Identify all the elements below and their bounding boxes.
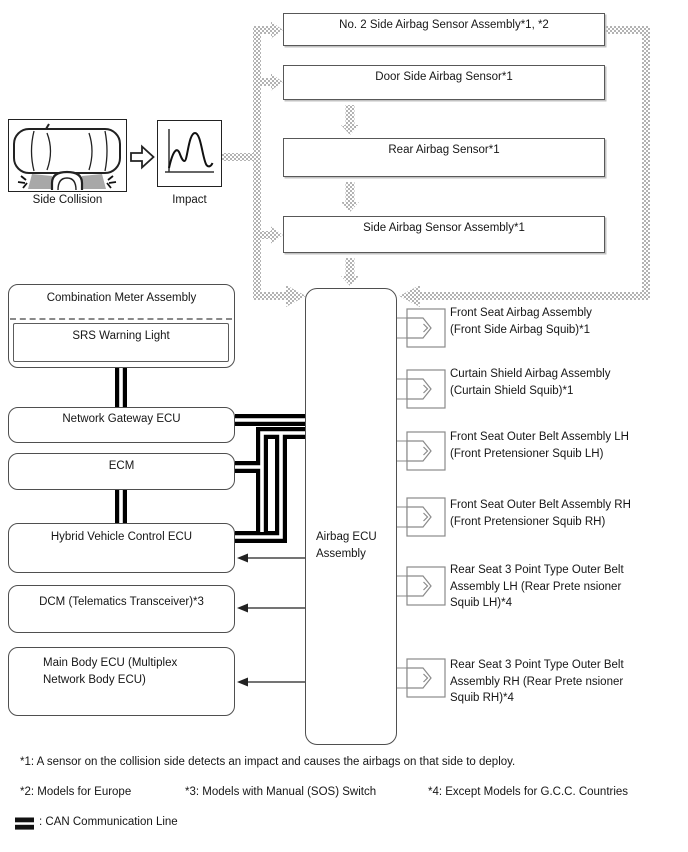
airbag-ecu-line2: Assembly	[316, 548, 366, 560]
arrowhead-dcm	[237, 603, 248, 613]
ecm-label: ECM	[108, 460, 135, 472]
srs-warning-light-label: SRS Warning Light	[72, 330, 170, 342]
main-body-ecu-line2: Network Body ECU)	[43, 674, 146, 686]
box-ecm: ECM	[8, 453, 235, 490]
box-rear-airbag-sensor: Rear Airbag Sensor*1	[283, 138, 605, 177]
block-arrow-icon	[130, 144, 155, 170]
meter-dashed-divider	[10, 318, 232, 320]
box-main-body-ecu: Main Body ECU (Multiplex Network Body EC…	[8, 647, 235, 716]
can-line-legend-icon	[15, 817, 34, 830]
box-side-airbag-sensor-assembly: Side Airbag Sensor Assembly*1	[283, 216, 605, 253]
big-arrow-into-ecu-left	[286, 285, 306, 307]
impact-waveform-icon	[165, 129, 214, 173]
dotted-branch-arrows	[261, 21, 420, 307]
label-curtain-shield-airbag: Curtain Shield Airbag Assembly (Curtain …	[450, 368, 611, 397]
impact-signal-dotted-lines	[222, 26, 650, 300]
crush-zone-left	[28, 174, 52, 189]
side-collision-illustration	[8, 119, 127, 192]
box-no2-side-airbag-sensor: No. 2 Side Airbag Sensor Assembly*1, *2	[283, 13, 605, 46]
box-no2-side-airbag-sensor-label: No. 2 Side Airbag Sensor Assembly*1, *2	[339, 19, 549, 31]
network-gateway-ecu-label: Network Gateway ECU	[62, 413, 181, 425]
can-legend-label: : CAN Communication Line	[39, 816, 178, 828]
box-door-side-airbag-sensor: Door Side Airbag Sensor*1	[283, 65, 605, 100]
box-door-side-airbag-sensor-label: Door Side Airbag Sensor*1	[375, 71, 513, 83]
impact-graph	[157, 120, 222, 187]
arrowhead-hybrid	[237, 553, 248, 563]
label-front-seat-airbag: Front Seat Airbag Assembly (Front Side A…	[450, 307, 592, 336]
dcm-label: DCM (Telematics Transceiver)*3	[39, 596, 204, 608]
label-rear-belt-lh: Rear Seat 3 Point Type Outer Belt Assemb…	[450, 564, 624, 609]
box-airbag-ecu-assembly: Airbag ECU Assembly	[305, 288, 397, 745]
squib-connector-5	[397, 566, 446, 606]
arrow-to-no2-sensor	[261, 21, 283, 39]
can-communication-lines	[115, 361, 308, 543]
footnote-2: *2: Models for Europe	[20, 786, 132, 798]
box-dcm-telematics: DCM (Telematics Transceiver)*3	[8, 585, 235, 633]
side-collision-caption: Side Collision	[32, 194, 103, 206]
airbag-ecu-line1: Airbag ECU	[316, 531, 377, 543]
impact-spark-marks	[17, 175, 117, 189]
label-rear-belt-rh: Rear Seat 3 Point Type Outer Belt Assemb…	[450, 659, 624, 704]
squib-connector-3	[397, 431, 446, 471]
main-body-ecu-line1: Main Body ECU (Multiplex	[43, 657, 178, 669]
box-hybrid-vehicle-control-ecu: Hybrid Vehicle Control ECU	[8, 523, 235, 573]
box-srs-warning-light: SRS Warning Light	[13, 323, 229, 362]
footnote-3: *3: Models with Manual (SOS) Switch	[185, 786, 377, 798]
squib-connector-4	[397, 497, 446, 537]
squib-connectors	[397, 308, 446, 698]
box-network-gateway-ecu: Network Gateway ECU	[8, 407, 235, 443]
combination-meter-title: Combination Meter Assembly	[46, 292, 197, 304]
label-front-belt-rh: Front Seat Outer Belt Assembly RH (Front…	[450, 499, 631, 528]
car-top-view-icon	[13, 123, 121, 191]
down-arrow-2	[341, 182, 359, 212]
down-arrow-1	[341, 105, 359, 135]
barrier-shape	[50, 170, 84, 190]
squib-connector-1	[397, 308, 446, 348]
label-front-belt-lh: Front Seat Outer Belt Assembly LH (Front…	[450, 431, 629, 460]
arrow-to-side-sensor	[261, 226, 283, 244]
arrow-to-door-sensor	[261, 73, 283, 91]
footnote-4: *4: Except Models for G.C.C. Countries	[428, 786, 629, 798]
big-arrow-into-ecu-right	[399, 285, 420, 307]
box-rear-airbag-sensor-label: Rear Airbag Sensor*1	[388, 144, 500, 156]
box-side-airbag-sensor-assembly-label: Side Airbag Sensor Assembly*1	[363, 222, 525, 234]
footnote-1: *1: A sensor on the collision side detec…	[20, 756, 516, 768]
impact-caption: Impact	[172, 194, 207, 206]
crush-zone-right	[82, 174, 106, 189]
down-arrow-3	[341, 258, 359, 286]
squib-connector-2	[397, 369, 446, 409]
hybrid-vehicle-control-ecu-label: Hybrid Vehicle Control ECU	[50, 531, 193, 543]
squib-connector-6	[397, 658, 446, 698]
ecu-output-arrows	[237, 553, 307, 687]
arrowhead-main-body	[237, 677, 248, 687]
